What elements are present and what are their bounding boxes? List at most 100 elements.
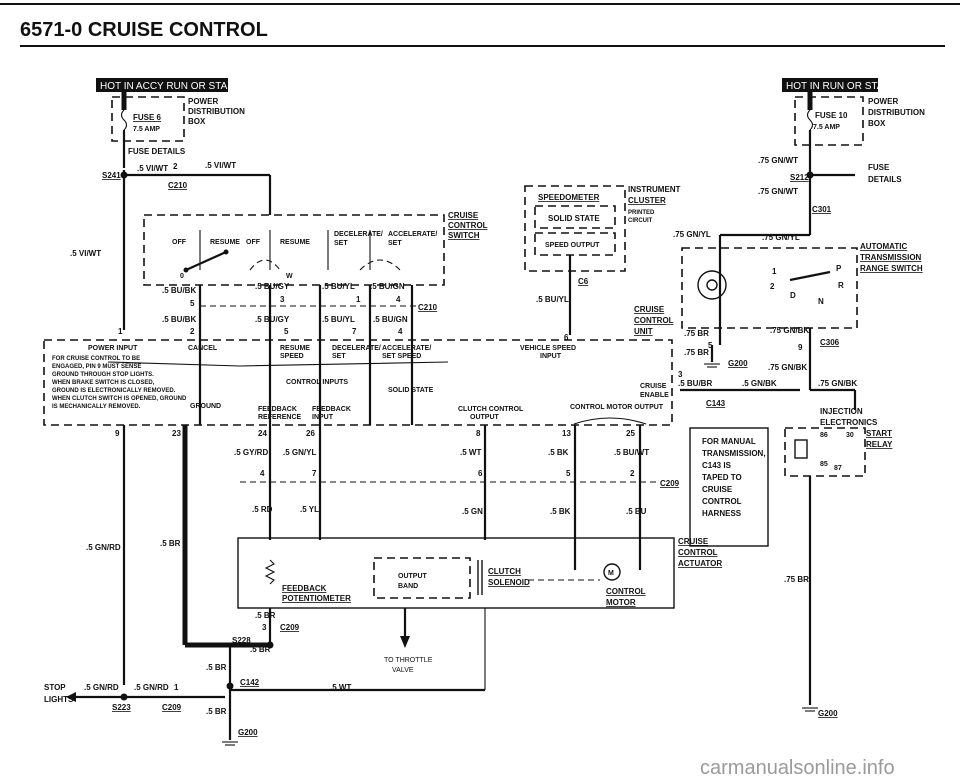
- svg-text:5: 5: [190, 299, 195, 308]
- svg-text:SET: SET: [388, 240, 402, 247]
- hot-label-right: HOT IN RUN OR START: [786, 81, 897, 92]
- svg-text:.5 GN/RD: .5 GN/RD: [86, 543, 121, 552]
- svg-text:TO THROTTLE: TO THROTTLE: [384, 657, 433, 664]
- svg-text:CONTROL: CONTROL: [702, 497, 742, 506]
- svg-text:C210: C210: [418, 303, 438, 312]
- unit-output-wires: 9 23 24 26 8 13 25 .5 GY/RD .5 GN/YL .5 …: [86, 425, 680, 685]
- svg-text:CLUTCH CONTROL: CLUTCH CONTROL: [458, 406, 524, 413]
- svg-text:OUTPUT: OUTPUT: [398, 573, 428, 580]
- svg-text:C209: C209: [280, 623, 300, 632]
- svg-text:CLUTCH: CLUTCH: [488, 567, 521, 576]
- cruise-control-actuator: CRUISE CONTROL ACTUATOR FEEDBACK POTENTI…: [237, 537, 722, 674]
- svg-text:CRUISE: CRUISE: [702, 485, 733, 494]
- svg-text:FEEDBACK: FEEDBACK: [282, 584, 327, 593]
- svg-text:2: 2: [173, 162, 178, 171]
- svg-text:POWER: POWER: [868, 97, 898, 106]
- svg-text:C301: C301: [812, 205, 832, 214]
- svg-text:30: 30: [846, 432, 854, 439]
- svg-text:.5 BR: .5 BR: [250, 645, 271, 654]
- svg-text:7.5 AMP: 7.5 AMP: [813, 124, 840, 131]
- svg-text:S212: S212: [790, 173, 809, 182]
- svg-text:G200: G200: [238, 728, 258, 737]
- svg-text:1: 1: [118, 327, 123, 336]
- svg-text:9: 9: [798, 343, 803, 352]
- svg-text:VALVE: VALVE: [392, 667, 414, 674]
- svg-text:TRANSMISSION: TRANSMISSION: [860, 253, 922, 262]
- svg-text:26: 26: [306, 429, 315, 438]
- svg-text:INSTRUMENT: INSTRUMENT: [628, 185, 681, 194]
- svg-text:.5 BK: .5 BK: [550, 507, 571, 516]
- svg-text:86: 86: [820, 432, 828, 439]
- svg-text:SWITCH: SWITCH: [448, 231, 480, 240]
- svg-text:.5 BK: .5 BK: [548, 448, 569, 457]
- svg-text:24: 24: [258, 429, 267, 438]
- svg-text:.5 GY/RD: .5 GY/RD: [234, 448, 268, 457]
- svg-text:.5 BU/YL: .5 BU/YL: [536, 295, 569, 304]
- svg-text:4: 4: [398, 327, 403, 336]
- svg-text:CONTROL: CONTROL: [448, 221, 488, 230]
- svg-text:25: 25: [626, 429, 635, 438]
- svg-text:GROUND THROUGH STOP LIGHTS.: GROUND THROUGH STOP LIGHTS.: [52, 372, 154, 378]
- instrument-cluster: INSTRUMENT CLUSTER SPEEDOMETER SOLID STA…: [524, 185, 681, 342]
- svg-text:G200: G200: [818, 709, 838, 718]
- svg-text:5: 5: [566, 469, 571, 478]
- svg-text:INPUT: INPUT: [540, 353, 562, 360]
- svg-text:CANCEL: CANCEL: [188, 345, 218, 352]
- svg-text:87: 87: [834, 465, 842, 472]
- svg-text:RELAY: RELAY: [866, 440, 893, 449]
- svg-text:7: 7: [352, 327, 357, 336]
- svg-text:C6: C6: [578, 277, 589, 286]
- svg-text:.5 BU/BR: .5 BU/BR: [678, 379, 712, 388]
- svg-text:SPEEDOMETER: SPEEDOMETER: [538, 193, 600, 202]
- svg-text:INJECTION: INJECTION: [820, 407, 863, 416]
- svg-text:SPEED OUTPUT: SPEED OUTPUT: [545, 242, 600, 249]
- svg-text:W: W: [286, 273, 293, 280]
- svg-text:.5 BU/YL: .5 BU/YL: [322, 282, 355, 291]
- svg-text:0: 0: [180, 273, 184, 280]
- svg-text:PRINTED: PRINTED: [628, 210, 655, 216]
- svg-text:.75 GN/WT: .75 GN/WT: [758, 156, 798, 165]
- svg-text:FUSE 10: FUSE 10: [815, 111, 848, 120]
- svg-text:.5 BR: .5 BR: [255, 611, 276, 620]
- svg-text:C143: C143: [706, 399, 726, 408]
- svg-text:.5 BU/BK: .5 BU/BK: [162, 315, 196, 324]
- svg-text:.75 GN/YL: .75 GN/YL: [673, 230, 711, 239]
- svg-text:BAND: BAND: [398, 583, 418, 590]
- svg-text:SET: SET: [334, 240, 348, 247]
- svg-text:SET SPEED: SET SPEED: [382, 353, 421, 360]
- svg-text:13: 13: [562, 429, 571, 438]
- svg-text:CRUISE: CRUISE: [448, 211, 479, 220]
- stop-lights: STOP LIGHTS .5 GN/RD .5 GN/RD 1 S223 C20…: [44, 683, 225, 712]
- svg-text:DETAILS: DETAILS: [868, 175, 902, 184]
- svg-text:VEHICLE SPEED: VEHICLE SPEED: [520, 345, 576, 352]
- hot-label-left: HOT IN ACCY RUN OR START: [100, 81, 240, 92]
- svg-text:BOX: BOX: [188, 117, 206, 126]
- svg-text:C210: C210: [168, 181, 188, 190]
- svg-text:3: 3: [678, 370, 683, 379]
- svg-text:.5 WT: .5 WT: [460, 448, 481, 457]
- svg-text:GROUND: GROUND: [190, 403, 221, 410]
- svg-text:.75 GN/YL: .75 GN/YL: [762, 233, 800, 242]
- svg-text:4: 4: [260, 469, 265, 478]
- svg-text:M: M: [608, 570, 614, 577]
- svg-text:7: 7: [312, 469, 317, 478]
- svg-text:DECELERATE/: DECELERATE/: [332, 345, 381, 352]
- svg-text:ACCELERATE/: ACCELERATE/: [382, 345, 431, 352]
- svg-text:3: 3: [280, 295, 285, 304]
- svg-text:FUSE: FUSE: [868, 163, 890, 172]
- svg-text:CONTROL: CONTROL: [606, 587, 646, 596]
- svg-text:CRUISE: CRUISE: [640, 383, 667, 390]
- svg-text:S241: S241: [102, 171, 121, 180]
- svg-text:START: START: [866, 429, 892, 438]
- svg-text:.5 BR: .5 BR: [206, 707, 227, 716]
- svg-text:POTENTIOMETER: POTENTIOMETER: [282, 594, 351, 603]
- svg-text:CLUSTER: CLUSTER: [628, 196, 666, 205]
- svg-text:.5 BU/YL: .5 BU/YL: [322, 315, 355, 324]
- svg-text:.75 BR: .75 BR: [684, 329, 709, 338]
- svg-text:FEEDBACK: FEEDBACK: [312, 406, 351, 413]
- svg-text:.5 BR: .5 BR: [206, 663, 227, 672]
- svg-text:.5 BU/GN: .5 BU/GN: [370, 282, 405, 291]
- svg-text:C209: C209: [660, 479, 680, 488]
- svg-text:23: 23: [172, 429, 181, 438]
